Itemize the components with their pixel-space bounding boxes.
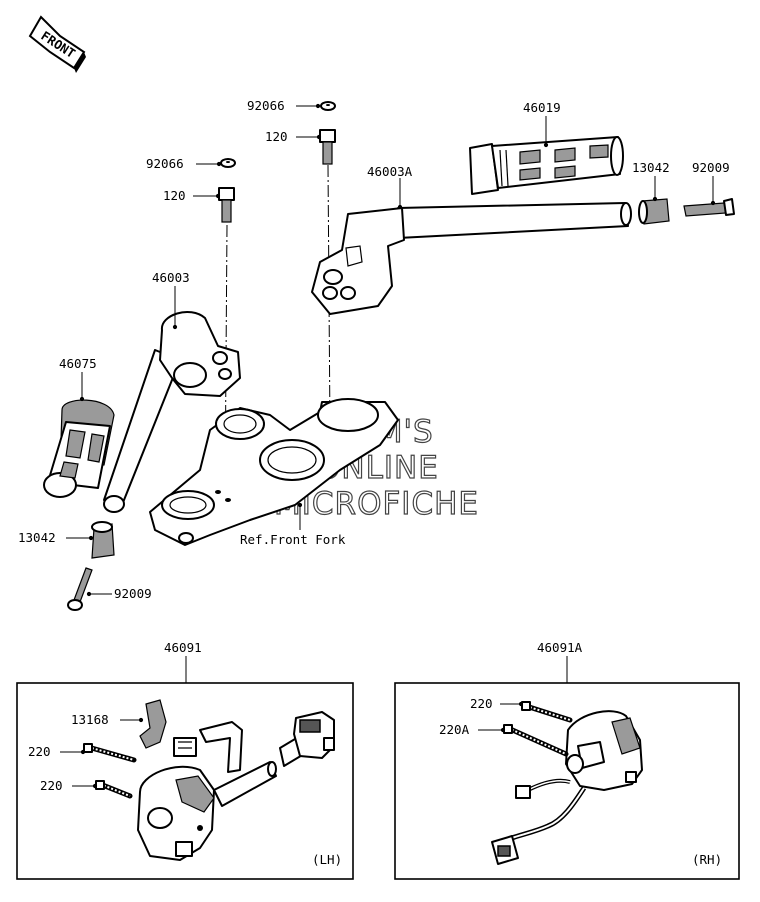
callout-92066-upper: 92066 [247, 98, 285, 113]
washer-92066-upper [320, 101, 336, 111]
rh-switch-assembly [491, 701, 643, 865]
callout-120-lower: 120 [163, 188, 186, 203]
callout-46003: 46003 [152, 270, 190, 285]
callout-46019: 46019 [523, 100, 561, 115]
bolt-120-upper [319, 129, 336, 165]
callout-13168: 13168 [71, 712, 109, 727]
callout-92009-left: 92009 [114, 586, 152, 601]
callout-92009-right: 92009 [692, 160, 730, 175]
callout-46003A: 46003A [367, 164, 413, 179]
handlebar-46003A [311, 202, 632, 315]
grip-46075 [43, 399, 115, 498]
leader-lines-rh [478, 701, 524, 733]
callout-220-rh: 220 [470, 696, 493, 711]
front-arrow-icon: FRONT [28, 15, 86, 73]
leader-lines-lh [60, 717, 144, 789]
rh-switch-panel [394, 682, 740, 880]
callout-46075: 46075 [59, 356, 97, 371]
lh-switch-panel [16, 682, 354, 880]
upper-triple-clamp [149, 398, 399, 546]
callout-46091: 46091 [164, 640, 202, 655]
handlebar-46003 [103, 311, 241, 513]
washer-92066-lower [220, 158, 236, 168]
throttle-grip-46019 [469, 136, 624, 195]
screw-92009-right [683, 198, 735, 217]
callout-220-lh-upper: 220 [28, 744, 51, 759]
callout-120-upper: 120 [265, 129, 288, 144]
callout-13042-left: 13042 [18, 530, 56, 545]
screw-92009-left [67, 567, 93, 611]
callout-46091A: 46091A [537, 640, 583, 655]
lh-side-label: (LH) [312, 852, 342, 867]
rh-side-label: (RH) [692, 852, 722, 867]
lh-switch-assembly [83, 699, 335, 861]
ref-front-fork-label: Ref.Front Fork [240, 532, 346, 547]
leader-lines-upper [66, 103, 716, 683]
callout-92066-lower: 92066 [146, 156, 184, 171]
callout-220-lh-lower: 220 [40, 778, 63, 793]
callout-13042-right: 13042 [632, 160, 670, 175]
bolt-120-lower [218, 187, 235, 223]
bar-end-13042-right [638, 198, 670, 225]
callout-220A: 220A [439, 722, 470, 737]
bar-end-13042-left [91, 521, 115, 559]
